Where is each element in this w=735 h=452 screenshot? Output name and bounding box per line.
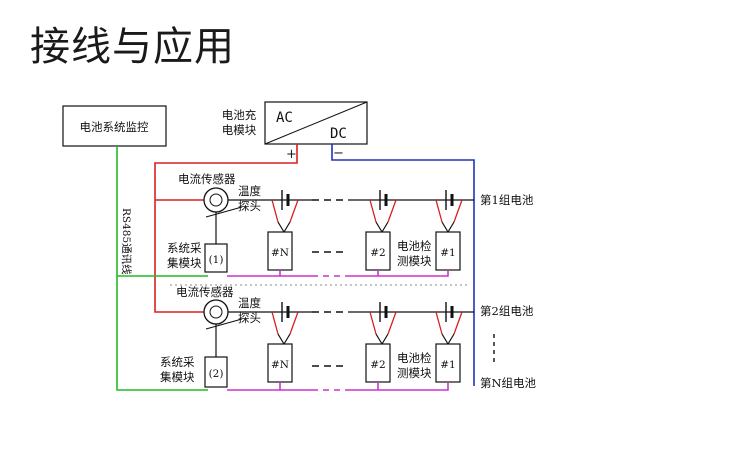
positive-wire <box>154 144 298 313</box>
group-n-label: 第N组电池 <box>480 376 537 390</box>
temp-probe-label-1b: 探头 <box>238 199 261 213</box>
sense-leads-12 <box>369 199 397 223</box>
acq-module-1-label-b: 集模块 <box>167 256 202 270</box>
detect-module-label-2a: 电池检 <box>397 351 432 365</box>
charger-ac: AC <box>276 110 293 126</box>
charger-plus: + <box>286 147 297 162</box>
detect-module-12 <box>365 231 391 271</box>
negative-wire <box>331 144 475 386</box>
detect-module-label-1b: 测模块 <box>397 254 432 268</box>
sense-leads-21 <box>435 311 463 335</box>
temp-probe-1 <box>205 206 243 218</box>
detect-module-2n-label: #N <box>271 359 289 371</box>
detect-module-2n <box>267 343 293 383</box>
page-title: 接线与应用 <box>30 24 235 70</box>
detect-module-22-label: #2 <box>370 359 385 371</box>
current-sensor-label-2: 电流传感器 <box>176 285 234 299</box>
detect-module-11-label: #1 <box>440 247 455 259</box>
sense-joins-2 <box>277 333 455 346</box>
acq-module-2-num: (2) <box>209 368 224 380</box>
detect-module-21 <box>435 343 461 383</box>
detect-module-11 <box>435 231 461 271</box>
current-sensor-1-core <box>209 193 223 207</box>
monitor-label: 电池系统监控 <box>80 120 149 134</box>
charger-label-1: 电池充 <box>222 108 257 122</box>
rs485-wire <box>116 146 208 391</box>
group-2-label: 第2组电池 <box>480 304 534 318</box>
acquisition-module-2 <box>204 356 228 388</box>
module-bus-1 <box>227 270 449 277</box>
detect-module-21-label: #1 <box>440 359 455 371</box>
temp-probe-label-1a: 温度 <box>238 184 261 198</box>
sense-joins-1 <box>277 221 455 234</box>
group-1-label: 第1组电池 <box>480 193 534 207</box>
module-bus-2 <box>227 382 449 391</box>
acq-module-1-label-a: 系统采 <box>167 241 202 255</box>
detect-module-12-label: #2 <box>370 247 385 259</box>
current-sensor-label-1: 电流传感器 <box>178 172 236 186</box>
acquisition-module-1 <box>204 243 228 273</box>
detect-module-label-2b: 测模块 <box>397 366 432 380</box>
charger-label-2: 电模块 <box>222 123 257 137</box>
detect-module-22 <box>365 343 391 383</box>
rs485-label: RS485通讯线 <box>120 208 133 275</box>
temp-probe-label-2b: 探头 <box>238 311 261 325</box>
sense-leads-2n <box>271 311 299 335</box>
charger-minus: − <box>333 146 344 161</box>
sense-leads-11 <box>435 199 463 223</box>
temp-probe-label-2a: 温度 <box>238 296 261 310</box>
acq-module-2-label-a: 系统采 <box>160 355 195 369</box>
detect-module-1n-label: #N <box>271 247 289 259</box>
sense-leads-22 <box>369 311 397 335</box>
acq-module-2-label-b: 集模块 <box>160 370 195 384</box>
charger-dc: DC <box>330 126 347 142</box>
acq-module-1-num: (1) <box>209 254 224 266</box>
current-sensor-2-core <box>209 305 223 319</box>
monitor-box <box>62 105 167 147</box>
charger-diagonal <box>264 101 368 145</box>
sense-leads-1n <box>271 199 299 223</box>
temp-probe-2 <box>205 318 243 330</box>
detect-module-label-1a: 电池检 <box>397 239 432 253</box>
